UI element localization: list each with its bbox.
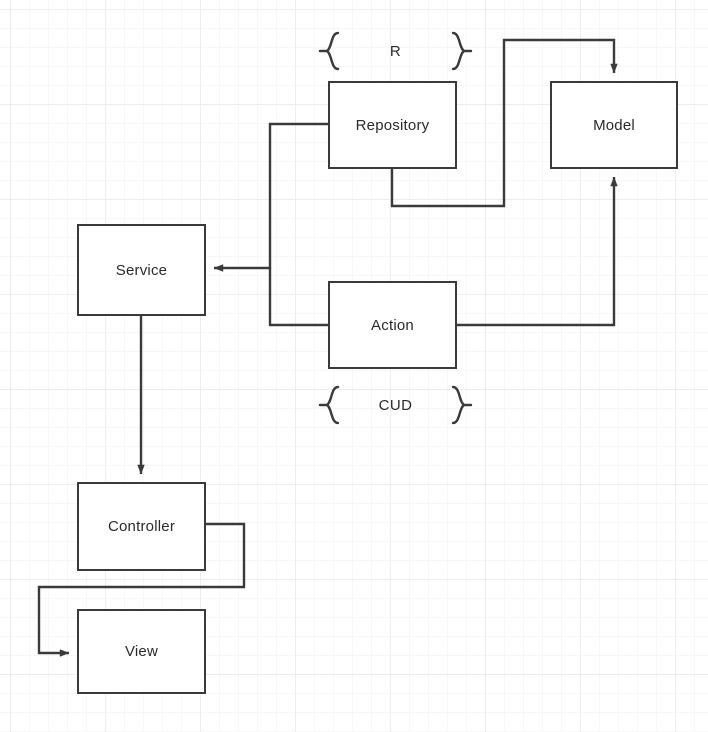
group-label-r-text: R xyxy=(389,42,402,60)
node-service[interactable]: Service xyxy=(77,224,206,316)
node-service-label: Service xyxy=(115,261,168,279)
curly-brace-left-icon xyxy=(318,385,340,425)
node-view[interactable]: View xyxy=(77,609,206,694)
node-action[interactable]: Action xyxy=(328,281,457,369)
node-model-label: Model xyxy=(593,116,635,134)
group-label-r: R xyxy=(318,30,473,72)
node-model[interactable]: Model xyxy=(550,81,678,169)
node-repository[interactable]: Repository xyxy=(328,81,457,169)
edge-action-to-model xyxy=(457,176,618,327)
edge-repository-to-service xyxy=(213,122,328,272)
node-action-label: Action xyxy=(371,316,414,334)
curly-brace-right-icon xyxy=(451,31,473,71)
curly-brace-right-icon xyxy=(451,385,473,425)
node-repository-label: Repository xyxy=(355,116,430,134)
edge-action-to-service xyxy=(268,268,328,327)
node-controller[interactable]: Controller xyxy=(77,482,206,571)
group-label-cud: CUD xyxy=(318,384,473,426)
group-label-cud-text: CUD xyxy=(378,396,413,414)
node-view-label: View xyxy=(124,643,159,660)
node-controller-label: Controller xyxy=(107,518,176,535)
curly-brace-left-icon xyxy=(318,31,340,71)
